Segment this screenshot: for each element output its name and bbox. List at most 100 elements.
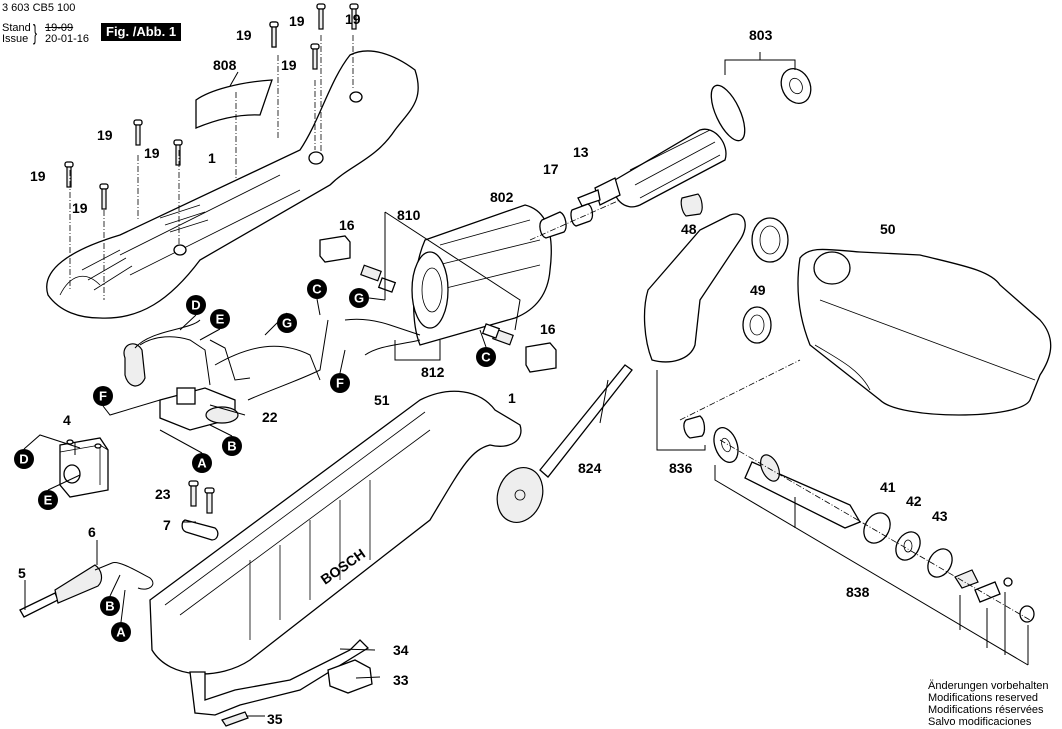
label-5: 5 bbox=[18, 565, 26, 581]
marker-f: F bbox=[93, 386, 113, 406]
drive-shaft-part-824[interactable] bbox=[490, 364, 633, 529]
label-4: 4 bbox=[63, 412, 71, 428]
label-1: 1 bbox=[208, 150, 216, 166]
issue-date: 20-01-16 bbox=[45, 33, 90, 45]
carbon-brush-part-810[interactable] bbox=[360, 264, 382, 282]
label-13: 13 bbox=[573, 144, 589, 160]
power-cable-part-5[interactable] bbox=[19, 561, 154, 618]
label-42: 42 bbox=[906, 493, 922, 509]
gear-housing-part-836[interactable] bbox=[643, 213, 789, 363]
cap[interactable] bbox=[1019, 605, 1035, 623]
label-33: 33 bbox=[393, 672, 409, 688]
marker-d: D bbox=[186, 295, 206, 315]
lock-lever-part-34[interactable] bbox=[189, 639, 370, 716]
label-802: 802 bbox=[490, 189, 514, 205]
svg-text:E: E bbox=[216, 312, 225, 327]
spacer-part-836[interactable] bbox=[683, 415, 706, 439]
switch-part-22[interactable] bbox=[123, 319, 329, 431]
marker-c: C bbox=[307, 279, 327, 299]
label-48: 48 bbox=[681, 221, 697, 237]
label-23: 23 bbox=[155, 486, 171, 502]
label-812: 812 bbox=[421, 364, 445, 380]
screws-part-23[interactable] bbox=[188, 480, 215, 514]
label-838: 838 bbox=[846, 584, 870, 600]
label-35: 35 bbox=[267, 711, 283, 727]
footer-line: Modifications réservées bbox=[928, 704, 1044, 716]
svg-text:E: E bbox=[44, 493, 53, 508]
label-19: 19 bbox=[97, 127, 113, 143]
label-16: 16 bbox=[540, 321, 556, 337]
marker-e: E bbox=[38, 490, 58, 510]
svg-text:F: F bbox=[336, 376, 344, 391]
spring[interactable] bbox=[954, 569, 979, 589]
label-1: 1 bbox=[508, 390, 516, 406]
svg-text:G: G bbox=[282, 316, 292, 331]
label-803: 803 bbox=[749, 27, 773, 43]
pinion-part-48[interactable] bbox=[680, 193, 703, 217]
label-17: 17 bbox=[543, 161, 559, 177]
label-808: 808 bbox=[213, 57, 237, 73]
footer-line: Modifications reserved bbox=[928, 692, 1039, 704]
washer-part-42[interactable] bbox=[891, 528, 925, 565]
protection-guard-part-50[interactable] bbox=[797, 248, 1052, 416]
svg-text:B: B bbox=[105, 599, 114, 614]
label-16: 16 bbox=[339, 217, 355, 233]
footer-line: Änderungen vorbehalten bbox=[928, 680, 1049, 692]
armature-part-803[interactable] bbox=[577, 64, 816, 208]
svg-text:G: G bbox=[354, 291, 364, 306]
label-43: 43 bbox=[932, 508, 948, 524]
label-19: 19 bbox=[345, 11, 361, 27]
marker-b: B bbox=[100, 596, 120, 616]
svg-text:C: C bbox=[481, 350, 491, 365]
cable-clamp-part-7[interactable] bbox=[181, 519, 219, 541]
footer-line: Salvo modificaciones bbox=[928, 716, 1032, 728]
locking-pin[interactable] bbox=[974, 581, 1001, 603]
switch-part-4[interactable] bbox=[59, 437, 109, 498]
part-labels: 19 19 19 19 19 19 19 19 808 1 1 16 16 81… bbox=[18, 11, 948, 727]
washer-part-49[interactable] bbox=[742, 306, 772, 344]
label-19: 19 bbox=[281, 57, 297, 73]
marker-g: G bbox=[277, 313, 297, 333]
svg-text:D: D bbox=[191, 298, 200, 313]
svg-text:C: C bbox=[312, 282, 322, 297]
svg-text:D: D bbox=[19, 452, 28, 467]
label-49: 49 bbox=[750, 282, 766, 298]
brace-symbol: } bbox=[33, 20, 38, 45]
needle-bearing-part-13[interactable] bbox=[570, 203, 594, 227]
ball-bearing[interactable] bbox=[710, 424, 743, 465]
brush-cap-part-16[interactable] bbox=[319, 235, 351, 263]
bearing-seat-part-17[interactable] bbox=[539, 211, 567, 239]
label-19: 19 bbox=[30, 168, 46, 184]
spindle[interactable] bbox=[744, 452, 861, 529]
label-824: 824 bbox=[578, 460, 602, 476]
footer-disclaimer: Änderungen vorbehalten Modifications res… bbox=[928, 680, 1048, 728]
label-19: 19 bbox=[72, 200, 88, 216]
label-836: 836 bbox=[669, 460, 693, 476]
label-plate-part-808[interactable] bbox=[195, 79, 273, 129]
issue-label: Issue bbox=[2, 33, 29, 45]
marker-c: C bbox=[476, 347, 496, 367]
lock-button-part-33[interactable] bbox=[327, 659, 373, 694]
marker-a: A bbox=[192, 453, 212, 473]
stand-date: 19-09 bbox=[45, 22, 74, 34]
connector-markers: C G D E F B A D E B A G C F bbox=[14, 279, 496, 642]
o-ring-part-41[interactable] bbox=[859, 508, 896, 548]
marker-d: D bbox=[14, 449, 34, 469]
marker-f: F bbox=[330, 373, 350, 393]
stand-label: Stand bbox=[2, 22, 31, 34]
label-51: 51 bbox=[374, 392, 390, 408]
label-810: 810 bbox=[397, 207, 421, 223]
document-number: 3 603 CB5 100 bbox=[2, 2, 76, 14]
label-19: 19 bbox=[144, 145, 160, 161]
spring-part-35[interactable] bbox=[221, 711, 249, 727]
svg-text:A: A bbox=[197, 456, 207, 471]
screws-part-19[interactable] bbox=[64, 3, 359, 210]
upper-housing-part-1[interactable] bbox=[46, 50, 419, 319]
circlip-part-43[interactable] bbox=[923, 545, 957, 582]
label-50: 50 bbox=[880, 221, 896, 237]
label-19: 19 bbox=[289, 13, 305, 29]
ball[interactable] bbox=[1003, 577, 1013, 587]
svg-text:B: B bbox=[227, 439, 236, 454]
figure-badge: Fig. /Abb. 1 bbox=[101, 23, 182, 41]
